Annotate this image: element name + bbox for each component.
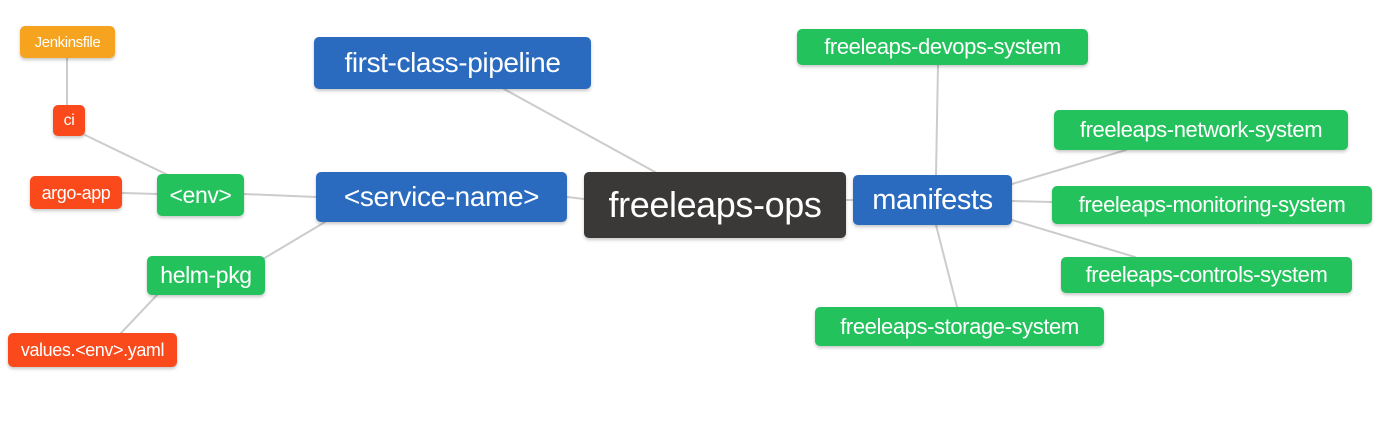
edge-helm-pkg-service-name: [262, 221, 326, 260]
node-jenkinsfile[interactable]: Jenkinsfile: [20, 26, 115, 58]
node-env[interactable]: <env>: [157, 174, 244, 216]
edge-manifests-freeleaps-controls-system: [1011, 219, 1136, 258]
node-first-class-pipeline[interactable]: first-class-pipeline: [314, 37, 591, 89]
edge-argo-app-env: [121, 192, 158, 195]
edge-first-class-pipeline-freeleaps-ops: [503, 88, 656, 173]
edge-manifests-freeleaps-monitoring-system: [1011, 200, 1053, 203]
edge-manifests-freeleaps-network-system: [1011, 149, 1127, 185]
node-freeleaps-controls-system[interactable]: freeleaps-controls-system: [1061, 257, 1352, 293]
node-argo-app[interactable]: argo-app: [30, 176, 122, 209]
node-freeleaps-network-system[interactable]: freeleaps-network-system: [1054, 110, 1348, 150]
node-helm-pkg[interactable]: helm-pkg: [147, 256, 265, 295]
node-manifests[interactable]: manifests: [853, 175, 1012, 225]
node-ci[interactable]: ci: [53, 105, 85, 136]
edge-manifests-freeleaps-devops-system: [935, 64, 939, 176]
node-freeleaps-ops[interactable]: freeleaps-ops: [584, 172, 846, 238]
edge-values-env-yaml-helm-pkg: [120, 294, 158, 334]
edge-ci-env: [84, 134, 171, 177]
node-values-env-yaml[interactable]: values.<env>.yaml: [8, 333, 177, 367]
edge-service-name-freeleaps-ops: [566, 196, 585, 200]
node-service-name[interactable]: <service-name>: [316, 172, 567, 222]
edge-manifests-freeleaps-storage-system: [935, 224, 958, 308]
node-freeleaps-devops-system[interactable]: freeleaps-devops-system: [797, 29, 1088, 65]
node-freeleaps-monitoring-system[interactable]: freeleaps-monitoring-system: [1052, 186, 1372, 224]
edge-env-service-name: [243, 193, 317, 198]
node-freeleaps-storage-system[interactable]: freeleaps-storage-system: [815, 307, 1104, 346]
